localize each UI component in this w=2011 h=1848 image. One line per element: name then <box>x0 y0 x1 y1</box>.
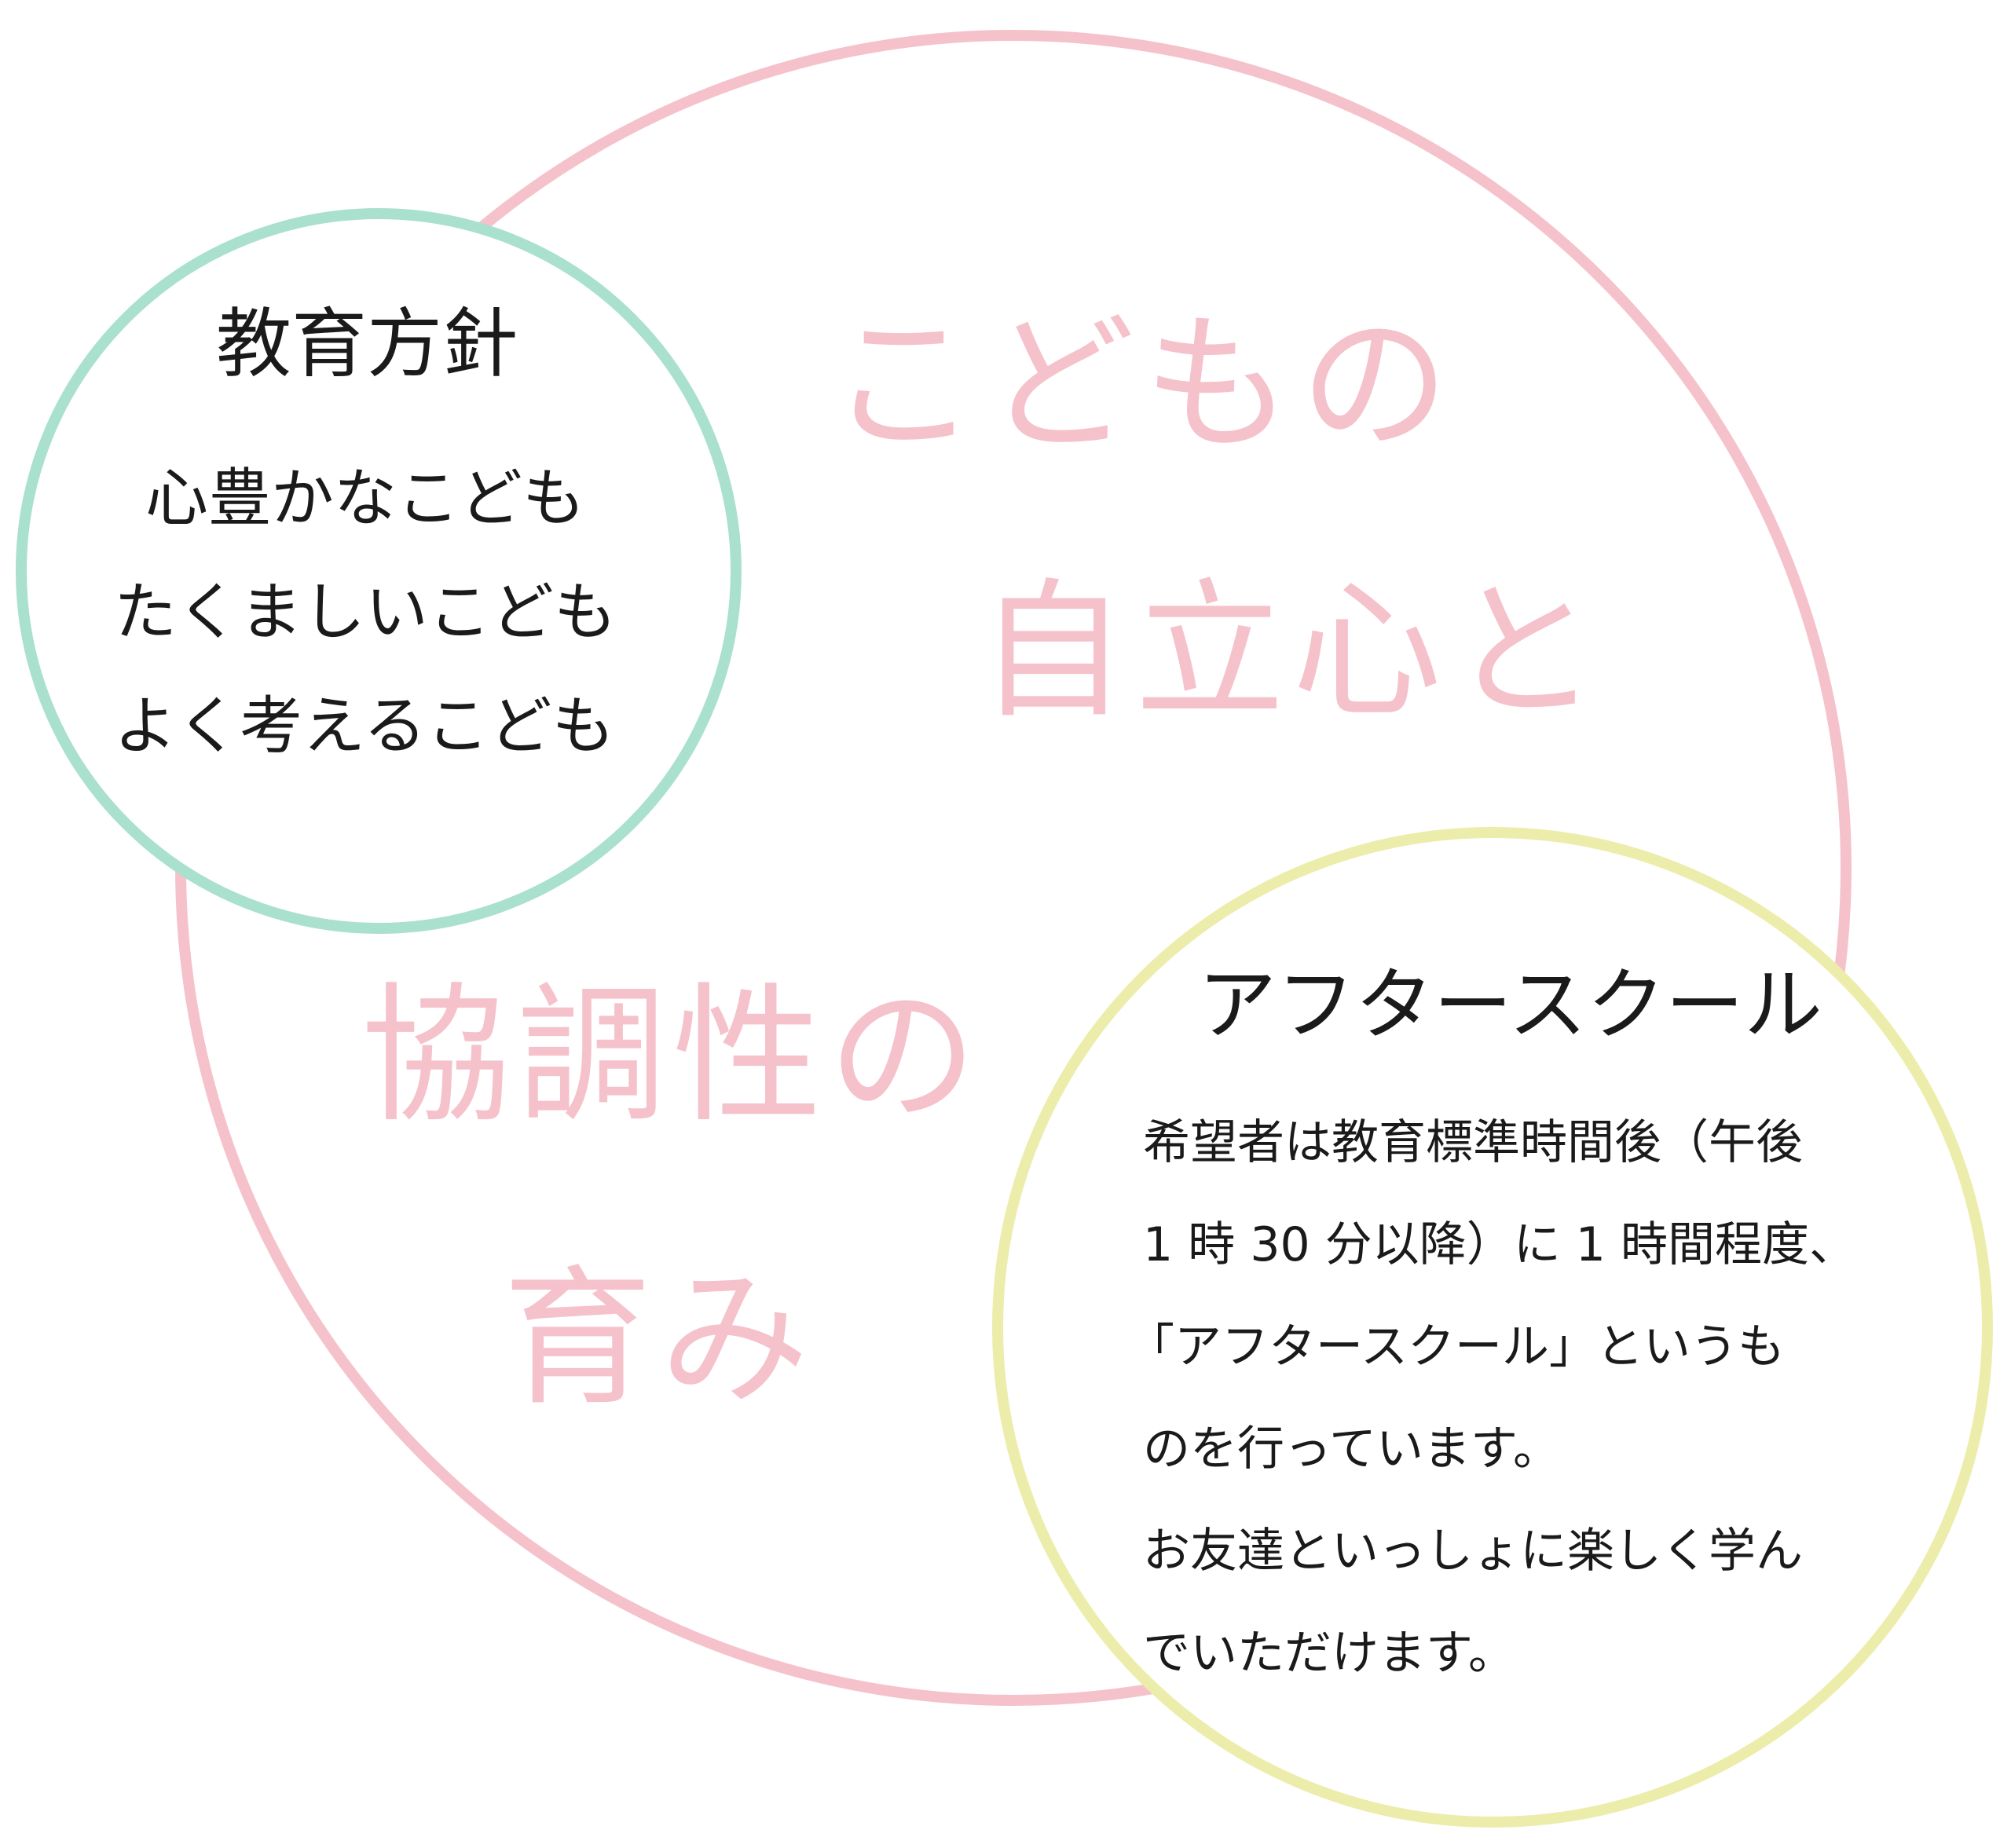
tagline-line-1: こどもの <box>829 298 1458 471</box>
after-school-text-line: 「アフタースクール」というも <box>1127 1319 1785 1374</box>
after-school-text-line: お友達といっしょに楽しく学ん <box>1143 1524 1803 1579</box>
after-school-title: アフタースクール <box>1198 959 1822 1051</box>
tagline-line-2: 自立心と <box>978 565 1607 738</box>
after-school-text-line: のを行っています。 <box>1143 1422 1560 1477</box>
after-school-text-line: でいただけます。 <box>1143 1626 1515 1681</box>
after-school-text-line: 1 時 30 分以降）に 1 時間程度、 <box>1143 1217 1857 1272</box>
tagline-line-3: 協調性の <box>361 969 984 1143</box>
after-school-text-line: 希望者は教育標準時間後（午後 <box>1143 1115 1803 1170</box>
policy-item: たくましいこども <box>114 576 617 649</box>
tagline-line-4: 育み <box>503 1252 818 1425</box>
policy-item: 心豊かなこども <box>145 462 585 535</box>
mint-circle <box>16 208 742 934</box>
yellow-circle <box>992 827 1993 1828</box>
policy-title: 教育方針 <box>216 300 518 388</box>
large-pink-circle <box>175 30 1852 1706</box>
policy-item: よく考えるこども <box>114 690 615 763</box>
